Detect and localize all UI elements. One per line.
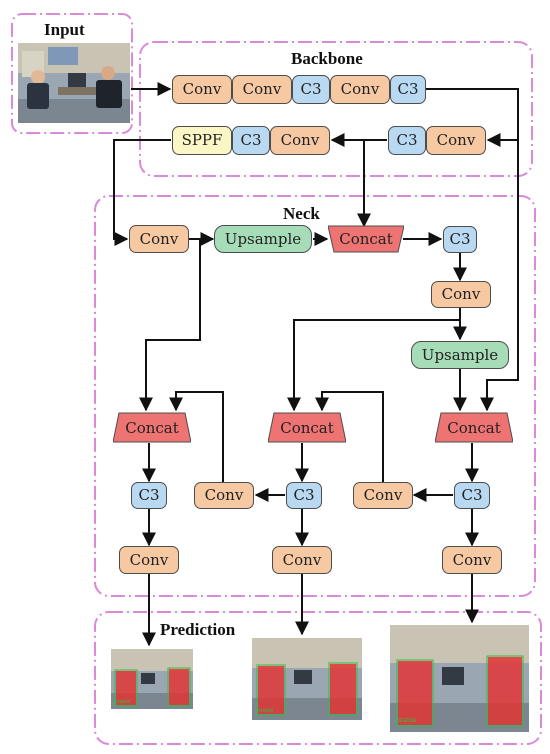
backbone-conv-1: Conv <box>172 75 232 104</box>
backbone-c3-2: C3 <box>390 75 426 104</box>
input-section-frame <box>11 13 133 134</box>
input-photo <box>18 43 130 123</box>
neck-concat-mid-label: Concat <box>280 418 334 437</box>
backbone-c3-1: C3 <box>292 75 330 104</box>
prediction-section-frame <box>94 611 542 745</box>
neck-c3-mid: C3 <box>286 482 322 509</box>
prediction-photo-large: stable <box>390 625 529 732</box>
backbone-conv-2: Conv <box>232 75 292 104</box>
backbone-conv-4: Conv <box>270 126 330 155</box>
input-title: Input <box>44 20 85 39</box>
neck-c3-top: C3 <box>443 226 477 253</box>
neck-top-conv: Conv <box>129 225 189 253</box>
neck-section-frame <box>94 195 536 597</box>
backbone-c3-3: C3 <box>232 126 270 155</box>
neck-concat-left-label: Concat <box>125 418 179 437</box>
prediction-label-3: stable <box>398 717 417 724</box>
arrow-conv-midleft-to-concat-left <box>169 391 224 483</box>
neck-c3-right: C3 <box>454 482 490 509</box>
prediction-photo-medium: stable <box>252 638 362 720</box>
arrow-sppf-down <box>113 139 171 246</box>
neck-concat-top: Concat <box>328 225 404 253</box>
neck-concat-left: Concat <box>113 412 191 443</box>
arrow-conv-top-to-concat-left <box>139 239 201 412</box>
neck-concat-right-label: Concat <box>447 418 501 437</box>
backbone-conv-3: Conv <box>330 75 390 104</box>
prediction-label-2: stable <box>258 708 274 714</box>
neck-upsample-top: Upsample <box>214 225 312 253</box>
neck-conv-mid-left: Conv <box>194 482 254 509</box>
neck-title: Neck <box>283 204 320 223</box>
backbone-sppf: SPPF <box>172 126 232 155</box>
backbone-conv-5: Conv <box>426 126 486 155</box>
prediction-label-1: stable <box>115 699 131 705</box>
prediction-title: Prediction <box>160 620 236 639</box>
neck-concat-mid: Concat <box>268 412 346 443</box>
neck-c3-left: C3 <box>131 482 167 509</box>
neck-upsample-right: Upsample <box>411 341 509 369</box>
prediction-photo-small: stable <box>111 649 193 709</box>
arrow-backbone-to-concat-right <box>480 140 519 412</box>
neck-concat-top-label: Concat <box>339 230 393 248</box>
neck-out-conv-left: Conv <box>119 546 179 574</box>
neck-out-conv-right: Conv <box>442 546 502 574</box>
arrow-backbone-right-down <box>425 88 519 147</box>
backbone-c3-4: C3 <box>388 126 426 155</box>
neck-out-conv-mid: Conv <box>272 546 332 574</box>
neck-concat-right: Concat <box>435 412 513 443</box>
arrow-conv-midright-to-concat-mid <box>315 391 384 483</box>
backbone-title: Backbone <box>291 49 363 68</box>
neck-conv-mid-right: Conv <box>353 482 413 509</box>
arrow-conv-right-to-concat-mid <box>287 319 460 412</box>
neck-conv-right: Conv <box>431 281 491 308</box>
backbone-section-frame <box>139 41 533 177</box>
